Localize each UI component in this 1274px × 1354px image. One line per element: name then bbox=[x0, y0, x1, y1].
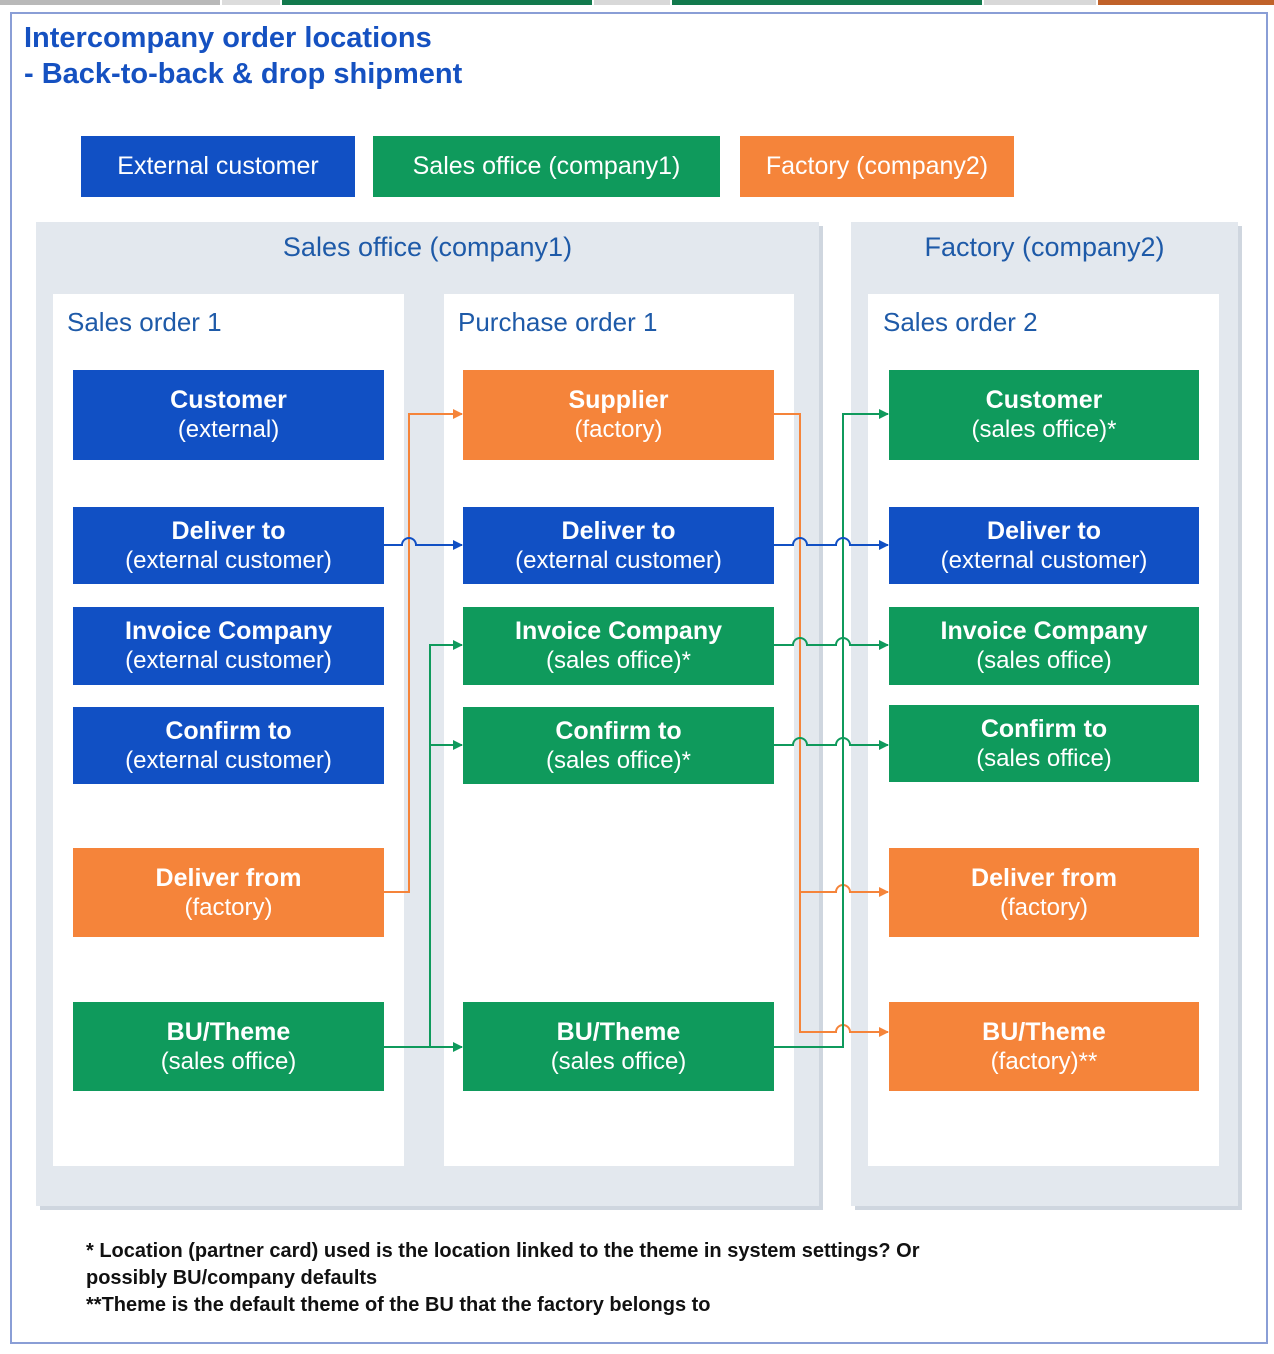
box-subtitle: (sales office)* bbox=[971, 416, 1117, 443]
box-title: Confirm to bbox=[555, 716, 682, 745]
box-subtitle: (sales office)* bbox=[546, 746, 691, 774]
box-subtitle: (sales office) bbox=[160, 1047, 297, 1075]
box-title: Invoice Company bbox=[515, 617, 722, 645]
box-subtitle: (external customer) bbox=[515, 546, 722, 574]
footnote-line1: * Location (partner card) used is the lo… bbox=[86, 1240, 920, 1262]
panel-title-factory: Factory (company2) bbox=[924, 232, 1165, 262]
column-title-purchase-order-1: Purchase order 1 bbox=[458, 307, 658, 337]
connector-bu-so1-to-invoice bbox=[429, 640, 463, 1047]
so2-deliver-from-box: Deliver from (factory) bbox=[889, 848, 1199, 937]
so2-customer-box: Customer (sales office)* bbox=[889, 370, 1199, 460]
box-title: Customer bbox=[170, 386, 287, 414]
so2-bu-theme-box: BU/Theme (factory)** bbox=[889, 1002, 1199, 1091]
legend-external-customer: External customer bbox=[81, 136, 355, 197]
footnote-line2: possibly BU/company defaults bbox=[86, 1267, 378, 1289]
box-subtitle: (factory) bbox=[574, 416, 663, 443]
box-title: Confirm to bbox=[980, 714, 1108, 743]
legend-sales-office: Sales office (company1) bbox=[373, 136, 720, 197]
box-title: Invoice Company bbox=[125, 617, 332, 645]
connector-supplier-to-bu-theme bbox=[799, 892, 889, 1037]
box-title: Supplier bbox=[568, 386, 669, 414]
top-color-strip bbox=[0, 0, 1274, 5]
po1-bu-theme-box: BU/Theme (sales office) bbox=[463, 1002, 774, 1091]
box-subtitle: (external customer) bbox=[125, 746, 332, 774]
box-title: Deliver from bbox=[155, 863, 302, 892]
box-title: Customer bbox=[985, 386, 1103, 414]
slide-frame bbox=[10, 12, 1268, 1344]
so1-invoice-company-box: Invoice Company (external customer) bbox=[73, 607, 384, 685]
panel-title-sales-office: Sales office (company1) bbox=[282, 232, 573, 262]
connector-supplier-to-deliver-from bbox=[774, 413, 889, 897]
po1-confirm-to-box: Confirm to (sales office)* bbox=[463, 707, 774, 784]
box-title: Deliver to bbox=[171, 516, 286, 545]
connector-deliver-from-to-supplier bbox=[384, 409, 463, 893]
footnote-line3: **Theme is the default theme of the BU t… bbox=[86, 1294, 711, 1316]
box-title: BU/Theme bbox=[556, 1017, 681, 1046]
box-subtitle: (external customer) bbox=[125, 546, 332, 574]
box-title: BU/Theme bbox=[982, 1017, 1106, 1046]
so1-bu-theme-box: BU/Theme (sales office) bbox=[73, 1002, 384, 1091]
connector-bu-po1-to-customer bbox=[774, 409, 889, 1048]
box-subtitle: (factory)** bbox=[990, 1047, 1098, 1075]
box-subtitle: (external customer) bbox=[940, 546, 1148, 574]
box-subtitle: (sales office) bbox=[976, 647, 1112, 674]
connector-deliver-to-so1-po1 bbox=[384, 537, 463, 550]
box-subtitle: (external) bbox=[177, 416, 280, 443]
connector-confirm-po1-so2 bbox=[774, 737, 889, 750]
box-title: Deliver to bbox=[561, 516, 676, 545]
footnotes: * Location (partner card) used is the lo… bbox=[86, 1238, 920, 1319]
so2-confirm-to-box: Confirm to (sales office) bbox=[889, 705, 1199, 782]
so1-confirm-to-box: Confirm to (external customer) bbox=[73, 707, 384, 784]
so1-deliver-to-box: Deliver to (external customer) bbox=[73, 507, 384, 584]
connector-deliver-to-po1-so2 bbox=[774, 537, 889, 550]
box-subtitle: (sales office)* bbox=[546, 647, 691, 674]
box-subtitle: (factory) bbox=[999, 893, 1088, 921]
box-title: Confirm to bbox=[165, 716, 292, 745]
column-title-sales-order-1: Sales order 1 bbox=[67, 307, 222, 337]
so2-deliver-to-box: Deliver to (external customer) bbox=[889, 507, 1199, 584]
box-subtitle: (external customer) bbox=[125, 647, 332, 674]
po1-deliver-to-box: Deliver to (external customer) bbox=[463, 507, 774, 584]
diagram-title-line2: - Back-to-back & drop shipment bbox=[24, 58, 463, 90]
box-subtitle: (sales office) bbox=[550, 1047, 687, 1075]
box-subtitle: (factory) bbox=[184, 893, 273, 921]
so1-customer-box: Customer (external) bbox=[73, 370, 384, 460]
so2-invoice-company-box: Invoice Company (sales office) bbox=[889, 607, 1199, 685]
box-title: Deliver from bbox=[971, 863, 1117, 892]
legend-factory: Factory (company2) bbox=[740, 136, 1014, 197]
diagram-title-line1: Intercompany order locations bbox=[24, 22, 432, 54]
connector-invoice-po1-so2 bbox=[774, 637, 889, 650]
so1-deliver-from-box: Deliver from (factory) bbox=[73, 848, 384, 937]
po1-invoice-company-box: Invoice Company (sales office)* bbox=[463, 607, 774, 685]
column-title-sales-order-2: Sales order 2 bbox=[883, 307, 1038, 337]
box-title: BU/Theme bbox=[166, 1017, 291, 1046]
box-title: Invoice Company bbox=[940, 617, 1148, 645]
box-subtitle: (sales office) bbox=[976, 744, 1112, 772]
po1-supplier-box: Supplier (factory) bbox=[463, 370, 774, 460]
box-title: Deliver to bbox=[987, 516, 1101, 545]
